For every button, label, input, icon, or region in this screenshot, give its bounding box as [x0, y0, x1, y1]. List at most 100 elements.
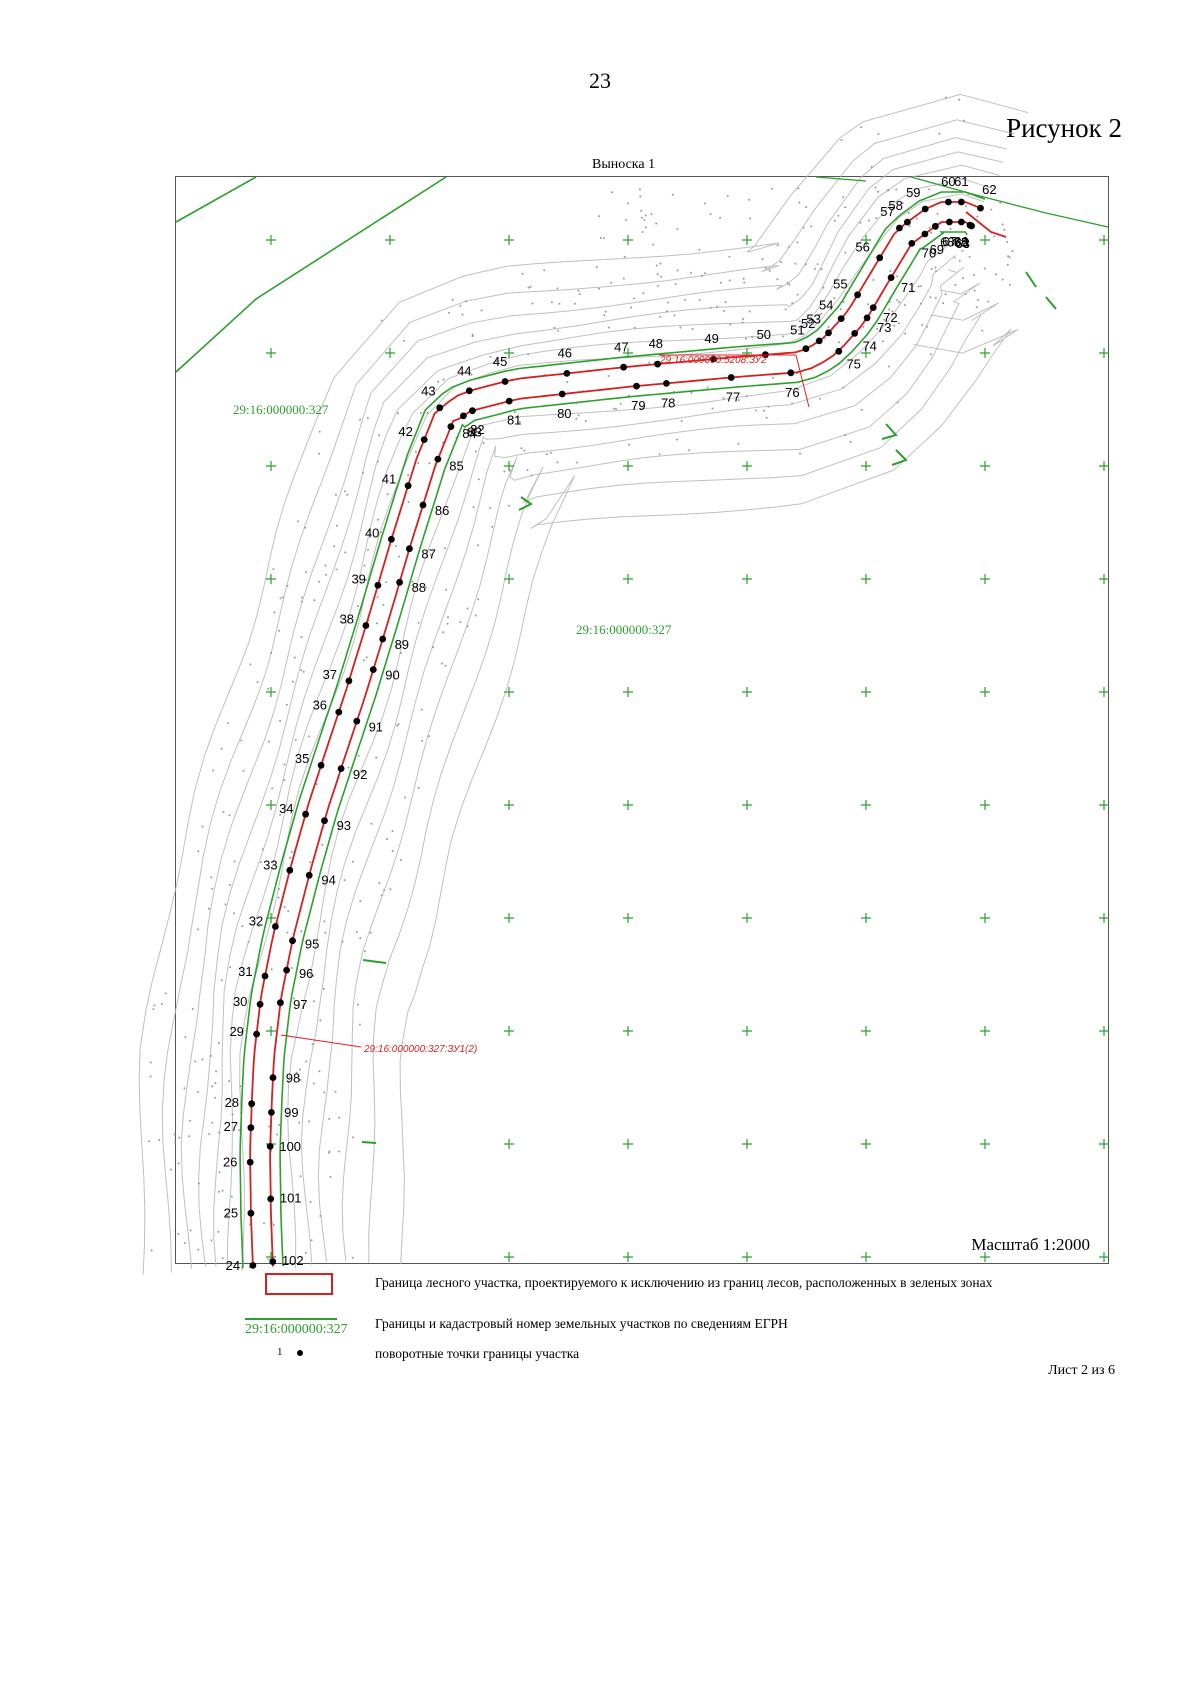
- point-label-50: 50: [757, 327, 771, 342]
- point-label-99: 99: [284, 1105, 298, 1120]
- point-label-44: 44: [457, 364, 471, 379]
- point-label-78: 78: [661, 395, 675, 410]
- point-label-82: 82: [470, 422, 484, 437]
- turning-point-25: [247, 1209, 255, 1217]
- turning-point-48: [654, 360, 661, 368]
- point-label-94: 94: [321, 872, 335, 887]
- point-label-32: 32: [249, 914, 263, 929]
- turning-point-37: [345, 677, 353, 685]
- turning-point-59: [921, 205, 929, 213]
- turning-point-54: [837, 315, 845, 322]
- point-label-65: 65: [954, 235, 968, 250]
- turning-point-49: [710, 355, 717, 363]
- turning-point-99: [268, 1109, 275, 1116]
- point-label-81: 81: [507, 413, 521, 428]
- point-label-86: 86: [435, 503, 449, 518]
- point-label-26: 26: [223, 1155, 237, 1170]
- point-label-48: 48: [649, 336, 663, 351]
- turning-point-44: [465, 387, 473, 395]
- point-label-58: 58: [888, 198, 902, 213]
- point-label-34: 34: [279, 801, 293, 816]
- turning-point-101: [267, 1195, 275, 1203]
- turning-point-90: [369, 666, 377, 673]
- legend-boundary: Граница лесного участка, проектируемого …: [245, 1273, 1145, 1297]
- point-label-91: 91: [369, 720, 383, 735]
- page-number: 23: [589, 68, 611, 93]
- turning-point-43: [436, 404, 444, 412]
- parcel-label-zu2: 29:16:000000:5208:ЗУ2: [659, 355, 767, 366]
- legend-point-dot-icon: [297, 1350, 303, 1356]
- legend-green-line-icon: [245, 1318, 337, 1320]
- point-label-73: 73: [877, 320, 891, 335]
- turning-point-45: [501, 378, 509, 385]
- point-label-90: 90: [385, 667, 399, 682]
- point-label-64: 64: [955, 236, 969, 251]
- point-label-45: 45: [493, 354, 507, 369]
- point-label-39: 39: [351, 572, 365, 587]
- legend-point-text: поворотные точки границы участка: [375, 1346, 580, 1361]
- point-label-49: 49: [704, 331, 718, 346]
- legend-boundary-text: Граница лесного участка, проектируемого …: [375, 1275, 993, 1290]
- point-label-33: 33: [263, 857, 277, 872]
- point-label-66: 66: [954, 234, 968, 249]
- point-label-31: 31: [238, 964, 252, 979]
- turning-point-78: [663, 380, 670, 387]
- point-label-38: 38: [340, 612, 354, 627]
- grid-crosses: [266, 235, 1109, 1262]
- scale-label: Масштаб 1:2000: [971, 1235, 1090, 1254]
- point-label-84: 84: [462, 426, 476, 441]
- parcel-label-zu1: 29:16:000000:327:ЗУ1(2): [363, 1044, 477, 1055]
- point-label-54: 54: [819, 297, 833, 312]
- turning-point-82: [469, 407, 476, 415]
- relief-contours: [138, 93, 1029, 1275]
- point-label-42: 42: [398, 424, 412, 439]
- turning-point-76: [787, 369, 795, 377]
- turning-point-91: [353, 717, 361, 725]
- turning-point-47: [620, 363, 627, 371]
- point-label-74: 74: [862, 339, 876, 354]
- point-label-88: 88: [412, 580, 426, 595]
- turning-point-32: [272, 923, 279, 930]
- turning-point-53: [825, 329, 832, 337]
- turning-point-40: [388, 535, 395, 543]
- turning-point-41: [404, 482, 412, 490]
- turning-point-51: [802, 345, 810, 353]
- turning-point-28: [248, 1100, 256, 1108]
- point-label-29: 29: [229, 1024, 243, 1039]
- point-label-43: 43: [421, 383, 435, 398]
- point-label-27: 27: [224, 1119, 238, 1134]
- turning-point-67: [946, 218, 953, 226]
- point-label-55: 55: [833, 277, 847, 292]
- turning-point-36: [335, 708, 343, 716]
- point-label-62: 62: [982, 182, 996, 197]
- turning-point-27: [247, 1124, 255, 1132]
- point-label-25: 25: [224, 1206, 238, 1221]
- turning-point-31: [261, 972, 269, 980]
- turning-point-85: [434, 455, 442, 463]
- turning-point-71: [887, 274, 895, 281]
- turning-point-35: [317, 761, 325, 769]
- legend-cadastral-text: Границы и кадастровый номер земельных уч…: [375, 1316, 788, 1331]
- corridor-layer: [239, 191, 1007, 1269]
- point-label-28: 28: [225, 1095, 239, 1110]
- point-label-46: 46: [558, 346, 572, 361]
- turning-point-73: [863, 314, 871, 322]
- point-label-35: 35: [295, 751, 309, 766]
- point-label-93: 93: [337, 818, 351, 833]
- point-label-83: 83: [467, 424, 481, 439]
- turning-point-69: [921, 230, 929, 238]
- point-label-76: 76: [785, 385, 799, 400]
- point-label-70: 70: [922, 246, 936, 261]
- turning-point-93: [321, 817, 328, 825]
- turning-point-75: [835, 347, 843, 355]
- point-label-77: 77: [726, 389, 740, 404]
- turning-point-102: [269, 1258, 277, 1265]
- turning-point-95: [289, 937, 296, 945]
- turning-point-58: [904, 218, 911, 226]
- sheet-label: Лист 2 из 6: [1048, 1363, 1115, 1378]
- point-label-40: 40: [365, 526, 379, 541]
- point-label-71: 71: [901, 280, 915, 295]
- turning-point-88: [396, 578, 403, 586]
- point-label-97: 97: [293, 997, 307, 1012]
